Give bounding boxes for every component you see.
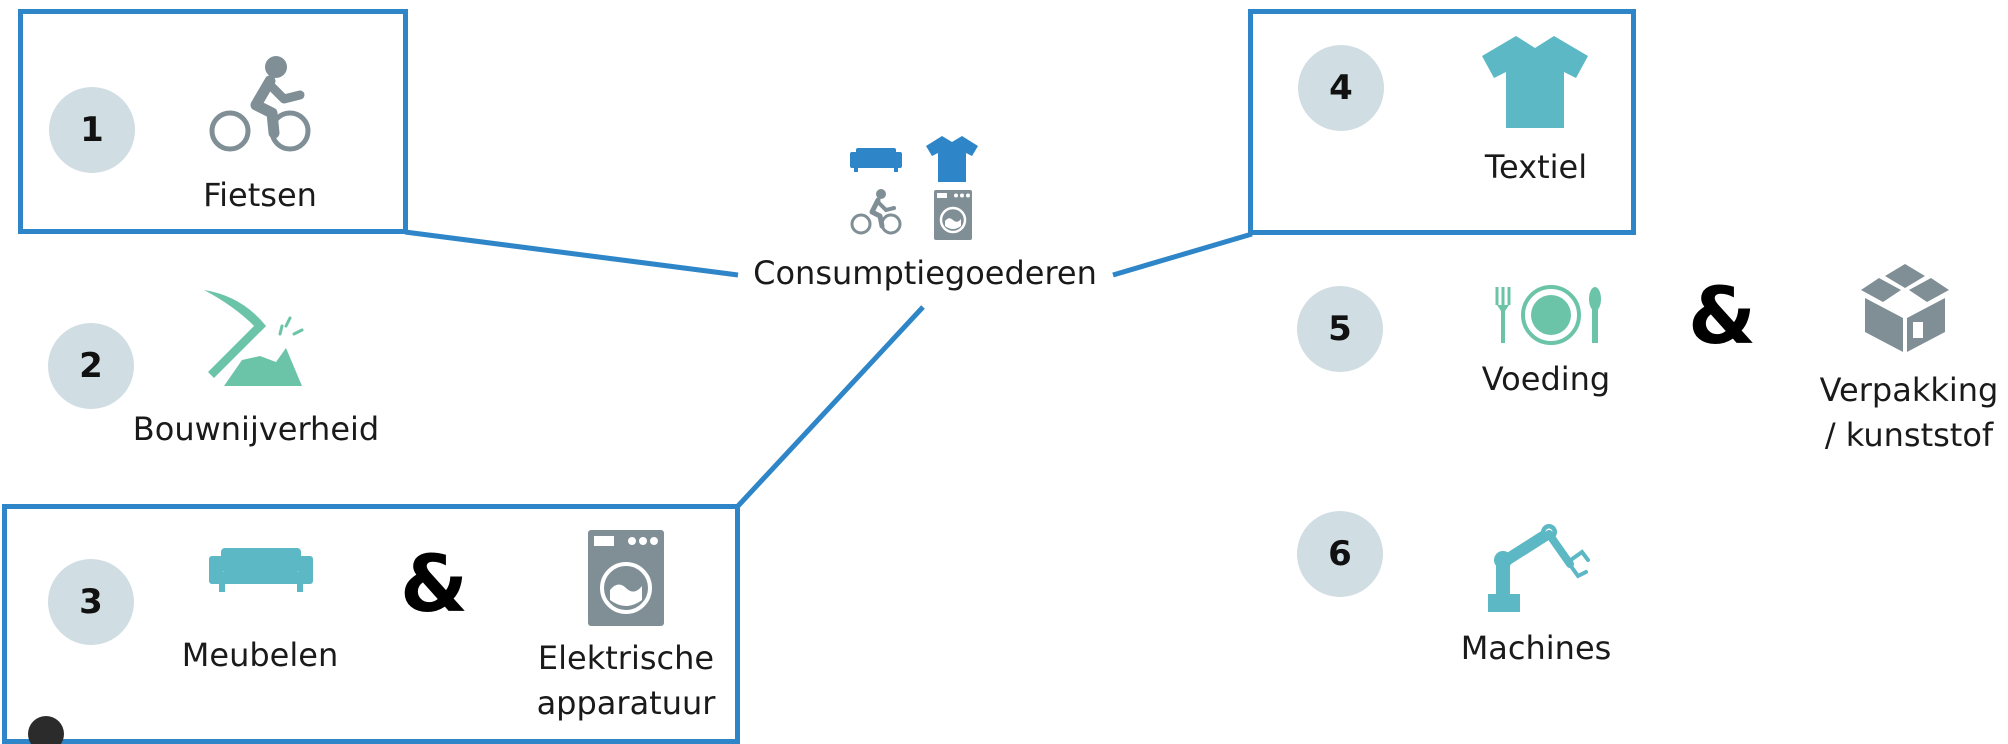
connector-lines <box>404 229 1253 508</box>
number-badge-6: 6 <box>1297 511 1383 597</box>
shirt-icon <box>926 136 978 182</box>
sofa-icon <box>209 548 313 592</box>
plate-cutlery-icon <box>1495 285 1601 345</box>
connector-line-4 <box>1112 231 1253 278</box>
washing-machine-icon <box>934 190 972 240</box>
label-fietsen: Fietsen <box>203 176 317 214</box>
frame-fietsen <box>18 9 408 234</box>
robot-arm-icon <box>1488 524 1590 612</box>
ampersand-3: & <box>400 540 469 630</box>
connector-line-3 <box>736 305 925 508</box>
label-voeding: Voeding <box>1481 360 1611 398</box>
sofa-icon <box>850 148 902 172</box>
bicycle-icon <box>850 189 902 235</box>
number-badge-2: 2 <box>48 323 134 409</box>
hub-label: Consumptiegoederen <box>753 254 1097 292</box>
label-machines: Machines <box>1460 629 1612 667</box>
partial-badge <box>28 716 64 744</box>
label-meubelen: Meubelen <box>181 636 339 674</box>
frame-textiel <box>1248 9 1636 235</box>
label-elektrische-apparatuur: Elektrische apparatuur <box>536 639 716 722</box>
number-badge-3: 3 <box>48 559 134 645</box>
pickaxe-icon <box>204 290 304 386</box>
ampersand-5: & <box>1688 272 1757 362</box>
bicycle-icon <box>209 56 311 152</box>
hub: Consumptiegoederen <box>740 128 1110 298</box>
connector-line-1 <box>404 229 739 278</box>
box-icon <box>1861 264 1949 352</box>
label-verpakking-kunststof: Verpakking / kunststof <box>1819 371 1999 454</box>
washing-machine-icon <box>588 530 664 626</box>
label-bouwnijverheid: Bouwnijverheid <box>132 410 380 448</box>
shirt-icon <box>1482 36 1588 128</box>
number-badge-1: 1 <box>49 87 135 173</box>
label-textiel: Textiel <box>1484 148 1588 186</box>
number-badge-4: 4 <box>1298 45 1384 131</box>
number-badge-5: 5 <box>1297 286 1383 372</box>
